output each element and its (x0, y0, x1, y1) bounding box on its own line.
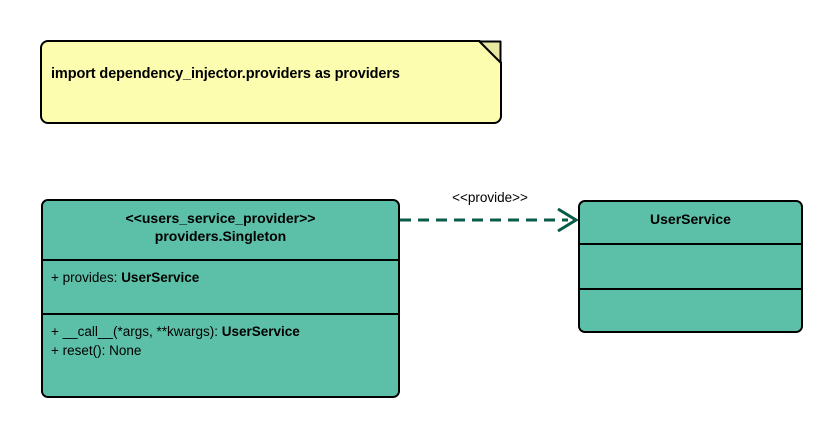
operation-label: __call__(*args, **kwargs): (62, 324, 222, 339)
class-header-user-service: UserService (580, 202, 801, 243)
note-body (40, 40, 502, 124)
operation-label: reset(): None (62, 343, 142, 359)
operation-row: + reset(): None (51, 341, 398, 360)
class-box-user-service[interactable]: UserService (578, 200, 803, 333)
class-box-users-service-provider[interactable]: <<users_service_provider>> providers.Sin… (41, 199, 400, 398)
note-import: import dependency_injector.providers as … (40, 40, 502, 124)
dependency-arrowhead-icon (557, 207, 579, 233)
dependency-edge (400, 207, 579, 233)
operation-visibility: + (51, 324, 59, 339)
class-operations-compartment: + __call__(*args, **kwargs): UserService… (43, 313, 398, 396)
class-name: UserService (650, 211, 731, 227)
operation-type: UserService (221, 324, 300, 339)
attribute-type: UserService (121, 270, 200, 285)
attribute-label: provides: (62, 270, 122, 285)
class-attributes-compartment: + provides: UserService (43, 259, 398, 313)
attribute-row: + provides: UserService (51, 268, 398, 287)
note-folded-corner-icon (478, 40, 502, 64)
class-name: providers.Singleton (154, 228, 287, 245)
class-stereotype: <<users_service_provider>> (125, 210, 316, 226)
operation-visibility: + (51, 343, 59, 359)
attribute-visibility: + (51, 270, 59, 285)
note-text: import dependency_injector.providers as … (51, 66, 400, 82)
dependency-stereotype-label: <<provide>> (452, 190, 528, 205)
operation-row: + __call__(*args, **kwargs): UserService (51, 322, 398, 341)
class-operations-compartment (580, 288, 801, 331)
class-attributes-compartment (580, 243, 801, 288)
class-header-users-service-provider: <<users_service_provider>> providers.Sin… (43, 201, 398, 259)
